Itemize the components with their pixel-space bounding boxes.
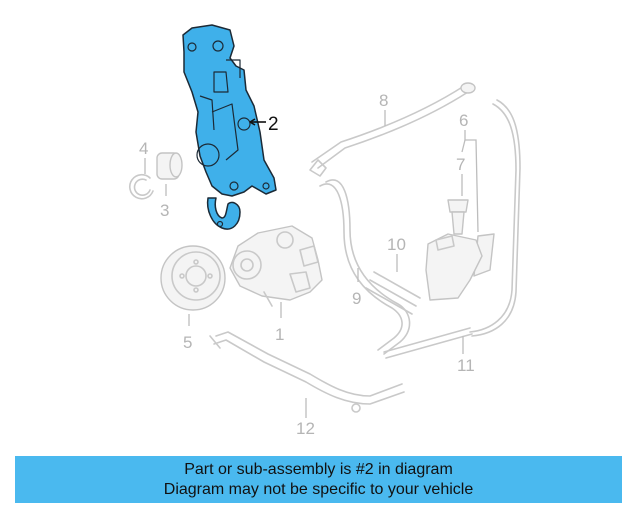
callout-12: 12 bbox=[296, 419, 315, 438]
callout-9: 9 bbox=[352, 289, 361, 308]
callout-10: 10 bbox=[387, 235, 406, 254]
callout-4: 4 bbox=[139, 139, 148, 158]
callout-1: 1 bbox=[275, 325, 284, 344]
part-3-bushing bbox=[156, 152, 183, 180]
part-9-hose bbox=[319, 179, 411, 355]
part-4-snap-ring bbox=[128, 173, 154, 200]
part-10-pipes bbox=[365, 271, 421, 315]
part-7-cap bbox=[447, 199, 469, 235]
parts-diagram: 2 4 3 5 1 8 6 7 9 10 11 12 bbox=[128, 24, 521, 438]
part-5-pulley bbox=[160, 245, 226, 311]
part-1-pump bbox=[229, 225, 323, 307]
callout-8: 8 bbox=[379, 91, 388, 110]
part-2-bracket bbox=[182, 24, 277, 230]
callout-2: 2 bbox=[268, 114, 279, 135]
part-12-pipe bbox=[209, 331, 405, 413]
caption-banner: Part or sub-assembly is #2 in diagram Di… bbox=[15, 456, 622, 503]
caption-line-1: Part or sub-assembly is #2 in diagram bbox=[184, 461, 453, 478]
reservoir bbox=[425, 233, 483, 301]
callout-6: 6 bbox=[459, 111, 468, 130]
callout-7: 7 bbox=[456, 155, 465, 174]
callout-5: 5 bbox=[183, 333, 192, 352]
caption-line-2: Diagram may not be specific to your vehi… bbox=[163, 481, 474, 498]
callout-3: 3 bbox=[160, 201, 169, 220]
callout-11: 11 bbox=[457, 356, 475, 375]
leader-lines bbox=[144, 110, 479, 418]
part-8-hose bbox=[309, 82, 476, 177]
part-11-line bbox=[383, 327, 473, 359]
part-6-reservoir-hose bbox=[469, 99, 521, 337]
